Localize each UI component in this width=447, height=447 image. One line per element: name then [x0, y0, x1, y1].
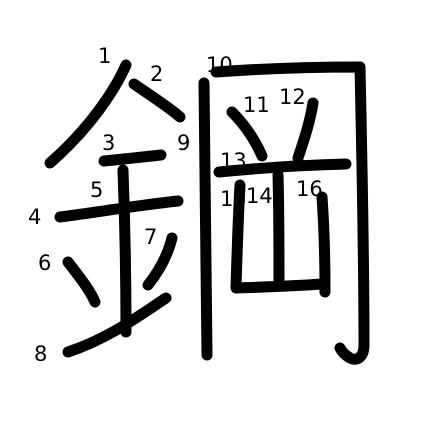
- stroke-number-13: 13: [220, 149, 247, 173]
- character-strokes: [44, 59, 370, 365]
- stroke-9: [198, 77, 213, 361]
- stroke-15: [230, 179, 328, 294]
- stroke-5: [117, 164, 132, 338]
- stroke-8: [62, 292, 172, 358]
- stroke-11: [226, 106, 268, 162]
- stroke-number-3: 3: [102, 131, 115, 155]
- stroke-number-6: 6: [38, 251, 51, 275]
- stroke-12: [292, 97, 319, 164]
- stroke-2: [128, 78, 186, 123]
- stroke-number-9: 9: [177, 131, 190, 155]
- stroke-6: [62, 256, 101, 308]
- stroke-number-10: 10: [206, 53, 233, 77]
- stroke-number-15: 15: [220, 187, 247, 211]
- stroke-number-14: 14: [246, 184, 273, 208]
- stroke-number-16: 16: [296, 177, 323, 201]
- stroke-number-2: 2: [150, 62, 163, 86]
- stroke-3: [98, 149, 167, 167]
- stroke-number-1: 1: [98, 44, 111, 68]
- stroke-number-4: 4: [28, 205, 41, 229]
- stroke-1: [44, 59, 132, 169]
- stroke-13: [213, 158, 352, 178]
- stroke-number-12: 12: [279, 85, 306, 109]
- stroke-16: [316, 191, 331, 298]
- stroke-number-11: 11: [243, 93, 270, 117]
- stroke-number-5: 5: [90, 178, 103, 202]
- stroke-order-numbers: 1 2 3 4 5 6 7 8 9 10 11 12 13 14 15 16: [28, 44, 323, 366]
- stroke-10: [210, 61, 370, 365]
- stroke-number-7: 7: [144, 225, 157, 249]
- stroke-14: [272, 169, 285, 291]
- stroke-number-8: 8: [34, 342, 47, 366]
- stroke-7: [142, 232, 178, 291]
